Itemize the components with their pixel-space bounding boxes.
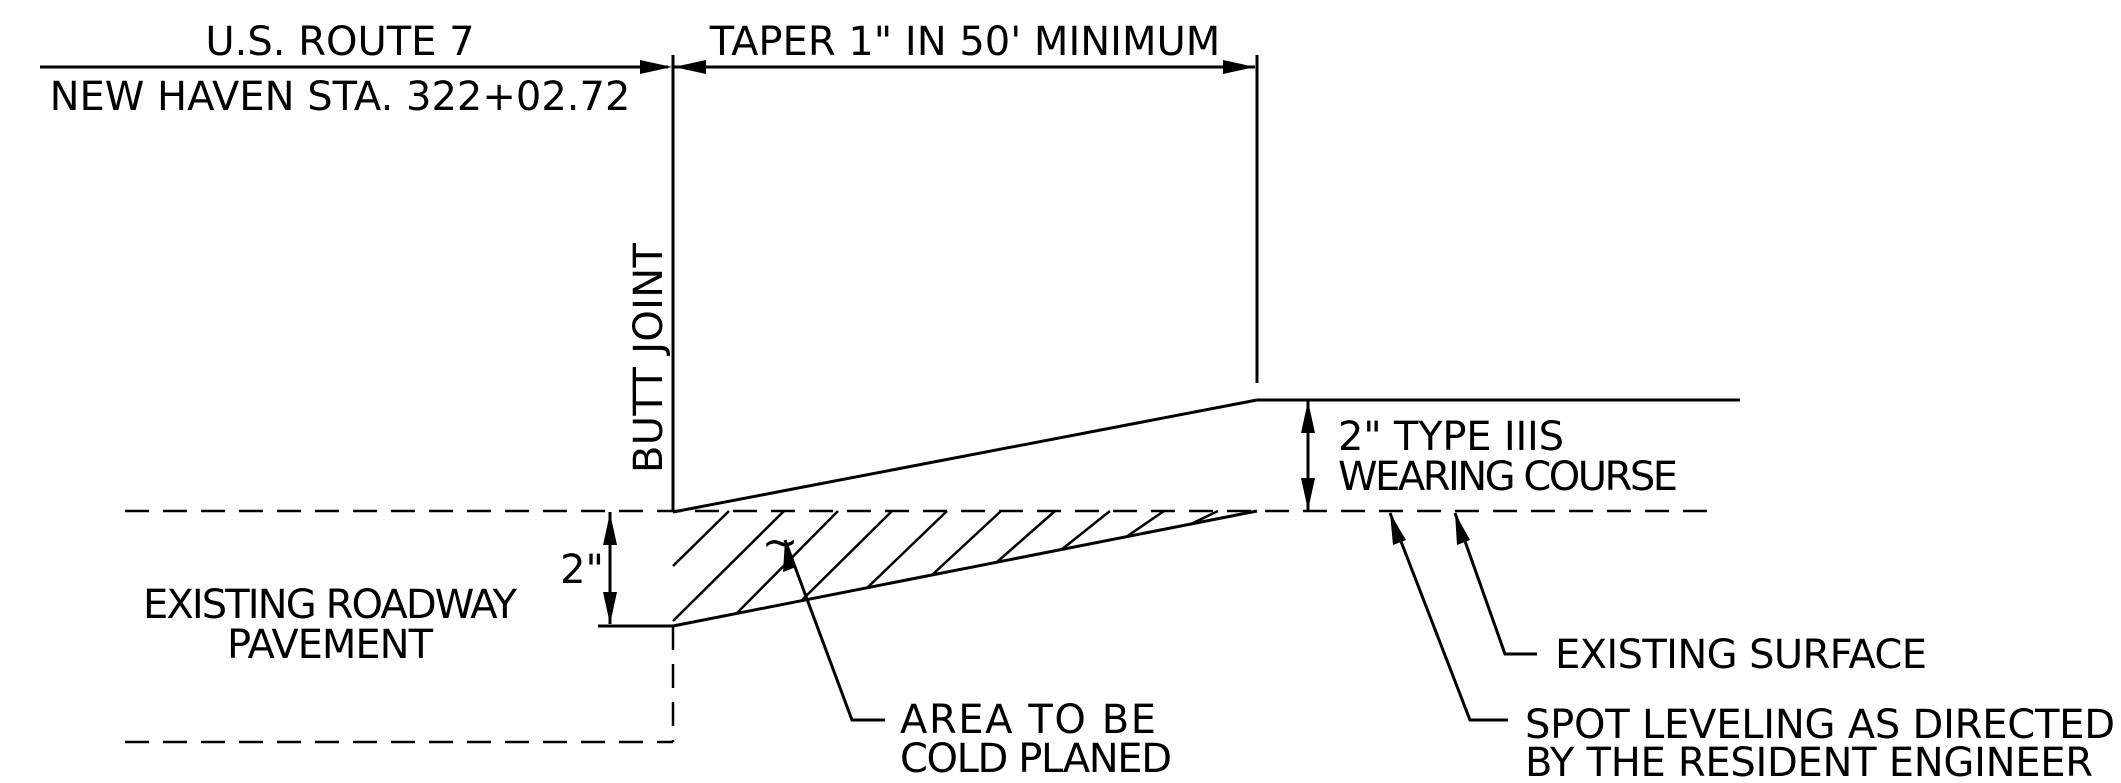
taper-left-arrowhead — [674, 60, 706, 74]
station-reference-arrowhead — [640, 60, 672, 74]
cold-plane-leader-arrowhead — [783, 540, 796, 572]
spot-leveling-leader-line — [1388, 512, 1508, 722]
existing-pavement-label-line2: PAVEMENT — [227, 622, 434, 668]
spot-leveling-label-line2: BY THE RESIDENT ENGINEER — [1525, 740, 2093, 783]
wearing-course-label-line2: WEARING COURSE — [1338, 454, 1678, 500]
wearing-course-taper-line — [672, 398, 1258, 514]
taper-label: TAPER 1" IN 50' MINIMUM — [709, 19, 1221, 65]
butt-joint-label: BUTT JOINT — [626, 242, 672, 473]
cold-plane-hatching — [672, 509, 1219, 622]
station-label: NEW HAVEN STA. 322+02.72 — [50, 74, 631, 120]
route-name-label: U.S. ROUTE 7 — [205, 19, 474, 65]
cold-plane-label-line1: AREA TO BE — [900, 697, 1156, 743]
existing-surface-leader-arrowhead — [1455, 513, 1470, 545]
spot-leveling-leader-arrowhead — [1390, 513, 1406, 545]
existing-depth-label: 2" — [560, 547, 604, 593]
cold-plane-bottom-line — [672, 509, 1258, 628]
existing-depth-top-arrowhead — [603, 513, 617, 545]
cold-plane-label-line2: COLD PLANED — [900, 736, 1172, 782]
wearing-course-label-line1: 2" TYPE IIIS — [1338, 414, 1564, 460]
wearing-course-top-arrowhead — [1301, 401, 1315, 433]
taper-right-arrowhead — [1223, 60, 1255, 74]
wearing-course-bottom-arrowhead — [1301, 478, 1315, 510]
existing-surface-label: EXISTING SURFACE — [1555, 632, 1927, 678]
existing-depth-bottom-arrowhead — [603, 592, 617, 624]
existing-surface-leader-line — [1453, 512, 1537, 656]
spot-leveling-label-line1: SPOT LEVELING AS DIRECTED — [1525, 702, 2115, 748]
existing-pavement-label-line1: EXISTING ROADWAY — [143, 582, 518, 628]
cold-plane-leader-line — [783, 539, 885, 722]
